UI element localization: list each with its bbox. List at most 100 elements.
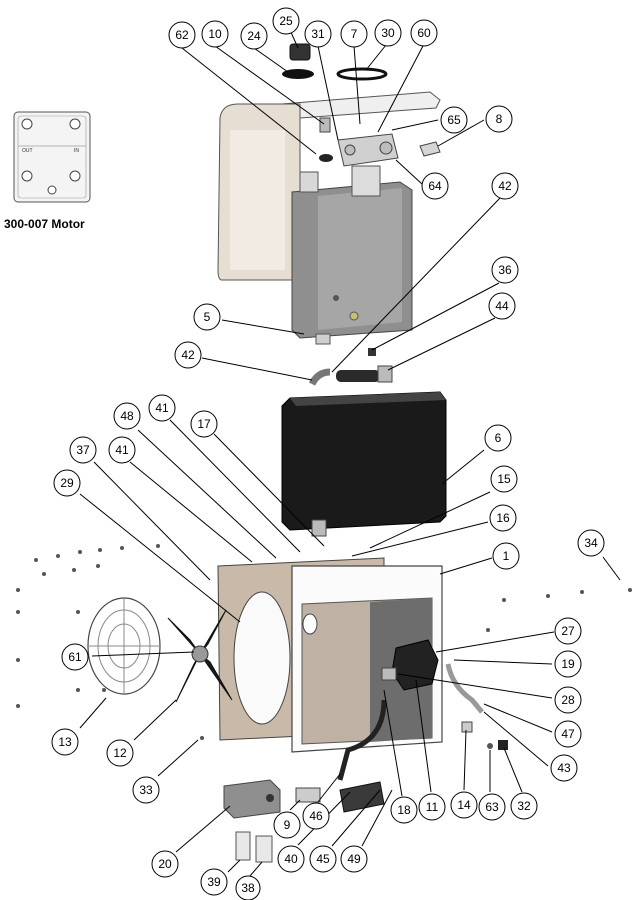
callout-34: 34 — [577, 529, 605, 557]
callout-44: 44 — [488, 292, 516, 320]
clamp-36 — [377, 365, 393, 383]
svg-text:27: 27 — [561, 624, 575, 638]
screw-icon — [16, 610, 20, 614]
svg-text:60: 60 — [417, 26, 431, 40]
fitting-38 — [255, 835, 273, 863]
screw-icon — [78, 550, 82, 554]
svg-text:11: 11 — [426, 800, 439, 814]
leader-37 — [93, 461, 211, 581]
hose-45 — [339, 781, 385, 813]
leader-65 — [391, 119, 439, 131]
callout-11: 11 — [418, 793, 446, 821]
callout-18: 18 — [390, 796, 418, 824]
screw-icon — [96, 564, 100, 568]
svg-text:33: 33 — [139, 783, 153, 797]
lower-parts — [223, 721, 508, 863]
callout-30: 30 — [374, 19, 402, 47]
motor-bolt-icon — [69, 118, 81, 130]
leader-28 — [397, 673, 553, 699]
leader-33 — [157, 739, 199, 777]
callout-15: 15 — [490, 465, 518, 493]
frame-and-fan — [87, 557, 484, 781]
upper-housing — [217, 43, 441, 345]
svg-text:31: 31 — [311, 27, 325, 41]
panel-hole-icon — [302, 613, 318, 635]
leader-36 — [371, 282, 500, 351]
screw-icon — [34, 558, 38, 562]
leader-38 — [249, 861, 263, 877]
screw-icon — [628, 588, 632, 592]
svg-text:15: 15 — [497, 472, 511, 486]
callout-65: 65 — [440, 106, 468, 134]
callout-31: 31 — [304, 20, 332, 48]
leader-49 — [361, 789, 393, 847]
callout-7: 7 — [340, 20, 368, 48]
leader-34 — [602, 556, 621, 581]
motor-fitting-28 — [381, 667, 397, 681]
leader-6 — [441, 449, 485, 485]
screw-icon — [102, 688, 106, 692]
callout-41a: 41 — [148, 394, 176, 422]
callout-25: 25 — [272, 7, 300, 35]
svg-text:41: 41 — [155, 401, 169, 415]
callout-5: 5 — [193, 303, 221, 331]
svg-text:37: 37 — [76, 443, 90, 457]
callout-24: 24 — [240, 22, 268, 50]
screw-icon — [16, 704, 20, 708]
svg-text:47: 47 — [561, 727, 575, 741]
radiator-core — [281, 391, 447, 531]
svg-text:17: 17 — [197, 417, 211, 431]
screw-icon — [56, 554, 60, 558]
cap-32 — [498, 740, 508, 750]
svg-text:25: 25 — [279, 14, 293, 28]
pump-neck — [351, 165, 381, 197]
leader-1 — [439, 557, 493, 575]
leader-8 — [437, 119, 485, 147]
leader-43 — [483, 711, 549, 767]
leader-44 — [387, 317, 496, 371]
leader-31 — [317, 45, 339, 141]
leader-12 — [133, 699, 177, 741]
svg-text:45: 45 — [316, 852, 330, 866]
screw-icon — [16, 588, 20, 592]
screw-icon — [502, 598, 506, 602]
leader-48 — [137, 429, 277, 559]
fitting-8 — [419, 141, 441, 157]
motor-port-out-label: OUT — [22, 148, 33, 154]
leader-64 — [395, 159, 423, 185]
hose-44 — [336, 370, 380, 382]
fitting-9 — [295, 787, 321, 803]
leader-27 — [435, 631, 555, 653]
oring-30 — [336, 67, 388, 81]
callout-37: 37 — [69, 436, 97, 464]
svg-text:28: 28 — [561, 693, 575, 707]
callout-60: 60 — [410, 19, 438, 47]
leader-7 — [353, 45, 361, 125]
svg-text:38: 38 — [241, 881, 255, 895]
tube-43 — [445, 663, 484, 714]
screw-icon — [156, 544, 160, 548]
callout-45: 45 — [309, 845, 337, 873]
svg-text:63: 63 — [485, 800, 499, 814]
fan-blade-12 — [167, 609, 233, 703]
svg-text:39: 39 — [207, 875, 221, 889]
motor-bolt-icon — [21, 118, 33, 130]
screw-icon — [72, 568, 76, 572]
leader-20 — [175, 805, 231, 853]
callouts: 25 62 10 24 31 7 30 60 65 8 64 42 36 44 … — [51, 7, 605, 900]
svg-text:46: 46 — [309, 809, 323, 823]
svg-text:49: 49 — [347, 852, 361, 866]
leader-61 — [91, 651, 195, 657]
callout-33: 33 — [132, 776, 160, 804]
callout-47: 47 — [554, 720, 582, 748]
svg-text:41: 41 — [115, 443, 129, 457]
leader-32 — [503, 747, 523, 793]
fan-hub-61 — [191, 645, 209, 663]
callout-38: 38 — [235, 875, 261, 900]
svg-text:6: 6 — [495, 431, 502, 445]
callout-6: 6 — [484, 424, 512, 452]
motor-port-icon — [47, 185, 57, 195]
callout-49: 49 — [340, 845, 368, 873]
callout-1: 1 — [492, 542, 520, 570]
